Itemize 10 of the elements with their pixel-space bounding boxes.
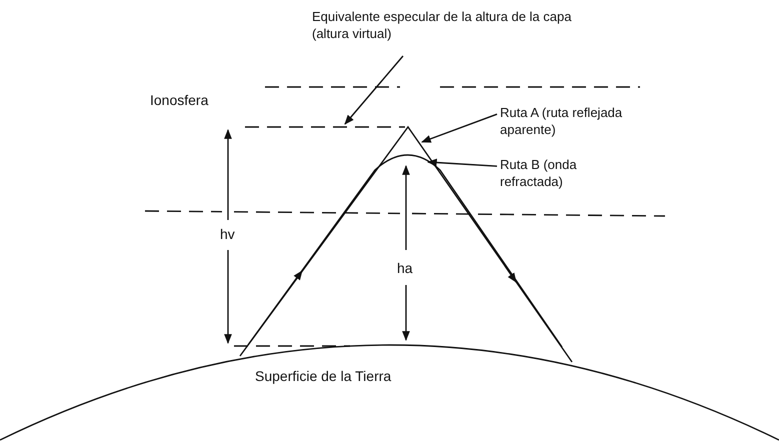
callout-text: Ruta A (ruta reflejada aparente) xyxy=(500,104,630,138)
leader-line xyxy=(421,114,498,143)
surface-label: Superficie de la Tierra xyxy=(255,368,392,385)
callout-text: Ruta B (onda refractada) xyxy=(500,156,620,190)
leader-line xyxy=(427,158,498,167)
dimension-label: hv xyxy=(220,226,235,243)
dimension-label: ha xyxy=(397,260,413,277)
callout-text: Equivalente especular de la altura de la capa (altura virtual) xyxy=(312,8,572,42)
leader-line xyxy=(344,56,404,125)
layer-label: Ionosfera xyxy=(150,92,208,109)
